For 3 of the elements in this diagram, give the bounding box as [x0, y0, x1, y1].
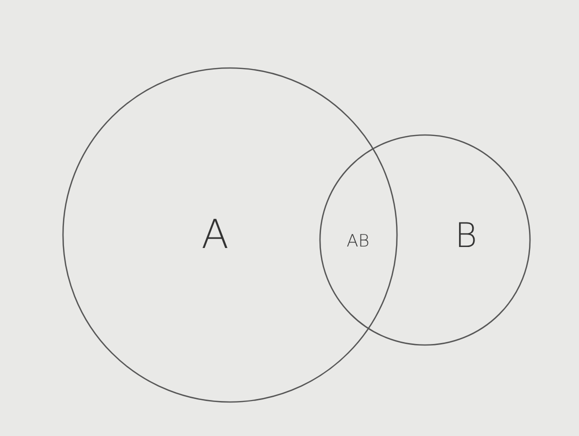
set-label: B [454, 219, 478, 253]
set-label: A [201, 215, 229, 255]
intersection-label: AB [346, 234, 370, 250]
